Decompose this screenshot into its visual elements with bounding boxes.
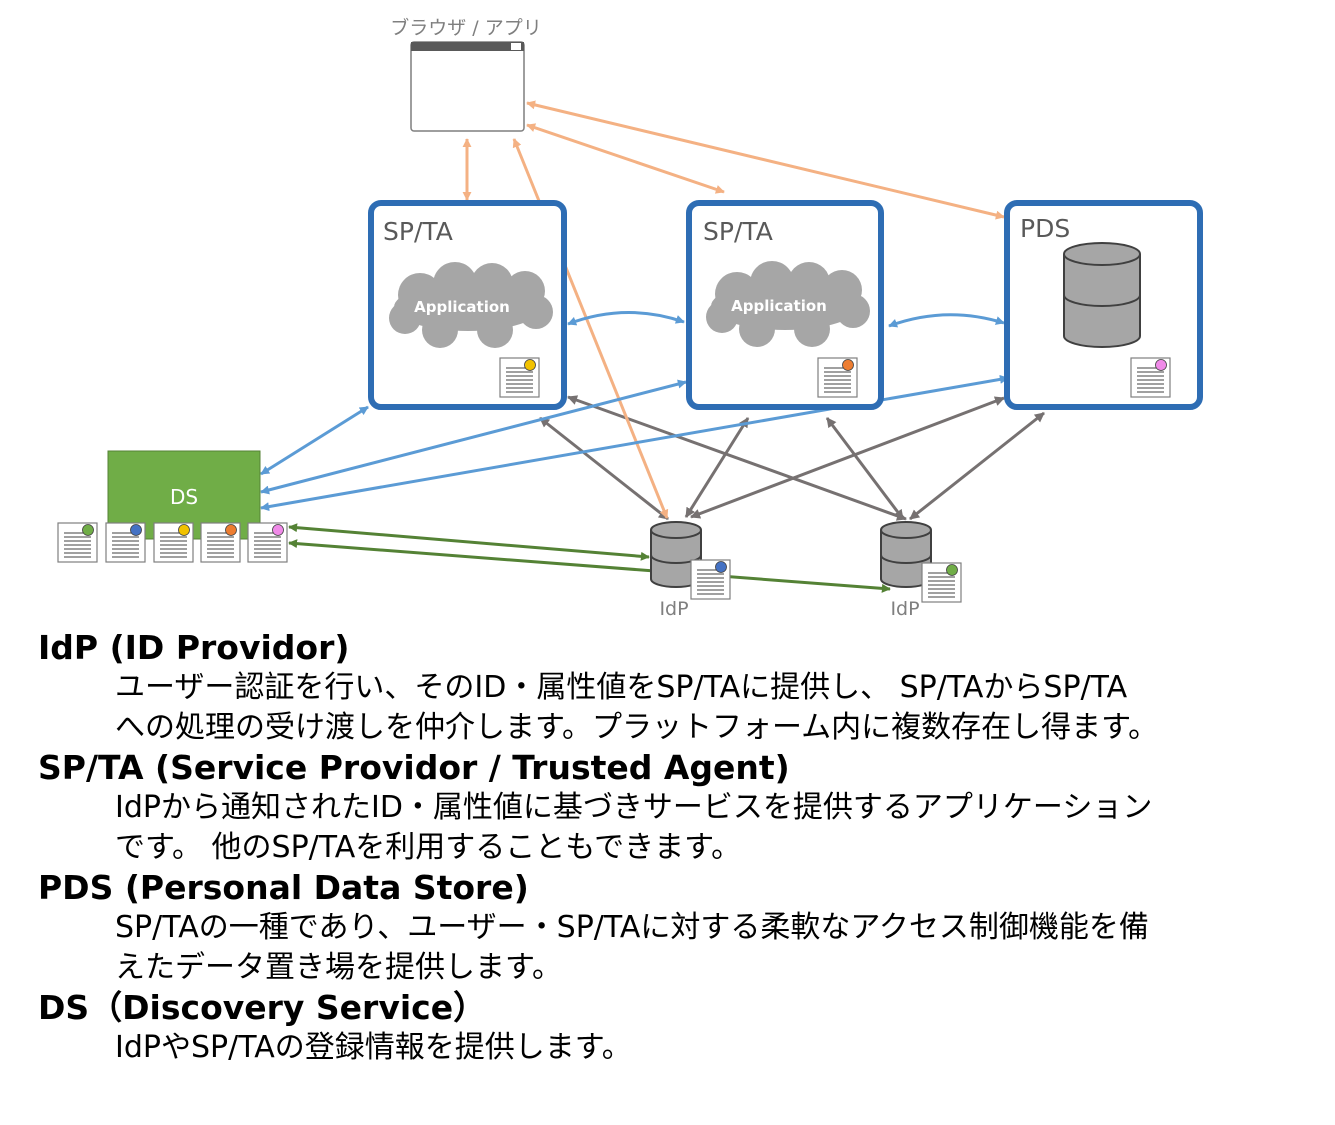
browser-window-button [511, 43, 521, 50]
cloud-icon [389, 262, 553, 348]
arrow-sp1-sp2 [567, 310, 685, 326]
architecture-diagram: ブラウザ / アプリ SP/TA [57, 16, 1203, 620]
legend-sp-ta-desc-line2: です。 他のSP/TAを利用することもできます。 [115, 830, 742, 865]
doc-badge-icon [153, 522, 194, 563]
doc-badge-icon [499, 357, 540, 398]
legend-pds-desc-line2: えたデータ置き場を提供します。 [115, 950, 562, 985]
doc-badge-icon [1130, 357, 1171, 398]
sp-ta-2-label: SP/TA [703, 217, 773, 246]
doc-badge-icon [247, 522, 288, 563]
database-icon [1063, 242, 1141, 348]
idp-2-label: IdP [890, 598, 919, 620]
browser-titlebar [411, 42, 524, 51]
legend-ds-term: DS（Discovery Service） [38, 988, 487, 1027]
doc-badge-icon [105, 522, 146, 563]
cloud-icon [706, 261, 870, 347]
doc-badge-icon [200, 522, 241, 563]
arrow-pds-idp2 [909, 411, 1045, 521]
arrow-sp2-pds [888, 313, 1005, 328]
browser-window-icon [410, 41, 525, 132]
sp-ta-1-label: SP/TA [383, 217, 453, 246]
idp-1-node: IdP [650, 521, 731, 620]
legend-sp-ta-desc-line1: IdPから通知されたID・属性値に基づきサービスを提供するアプリケーション [115, 790, 1153, 825]
legend-ds-desc-line1: IdPやSP/TAの登録情報を提供します。 [115, 1030, 632, 1065]
legend-idp-desc-line1: ユーザー認証を行い、そのID・属性値をSP/TAに提供し、 SP/TAからSP/… [115, 670, 1128, 705]
arrow-ds-sp1 [260, 405, 369, 476]
browser-label: ブラウザ / アプリ [390, 16, 541, 39]
app-2-label: Application [731, 297, 827, 315]
ds-label: DS [170, 485, 198, 509]
legend-sp-ta-term: SP/TA (Service Providor / Trusted Agent) [38, 748, 790, 787]
sp-ta-1-node: SP/TA Application [368, 200, 567, 410]
browser-node: ブラウザ / アプリ [390, 16, 542, 132]
idp-1-label: IdP [659, 598, 688, 620]
arrow-ds-idp1 [288, 523, 650, 561]
doc-badge-icon [57, 522, 98, 563]
legend-idp-desc-line2: への処理の受け渡しを仲介します。プラットフォーム内に複数存在し得ます。 [115, 710, 1159, 745]
sp-ta-2-node: SP/TA Application [686, 200, 884, 410]
doc-badge-icon [817, 357, 858, 398]
pds-label: PDS [1020, 214, 1070, 243]
arrow-browser-pds [526, 100, 1005, 220]
idp-2-node: IdP [880, 521, 962, 620]
doc-badge-icon [690, 559, 731, 600]
green-arrows [288, 523, 891, 593]
legend-pds-desc-line1: SP/TAの一種であり、ユーザー・SP/TAに対する柔軟なアクセス制御機能を備 [115, 910, 1149, 945]
legend-pds-term: PDS (Personal Data Store) [38, 868, 529, 907]
arrow-browser-sp2 [526, 123, 725, 194]
database-icon [880, 521, 932, 588]
app-1-label: Application [414, 298, 510, 316]
doc-badge-icon [921, 562, 962, 603]
legend-idp-term: IdP (ID Providor) [38, 628, 350, 667]
legend: IdP (ID Providor) ユーザー認証を行い、そのID・属性値をSP/… [38, 628, 1318, 1068]
arrow-ds-idp2 [288, 539, 891, 593]
pds-node: PDS [1004, 200, 1203, 410]
arrow-sp1-idp1 [539, 416, 669, 521]
ds-node: DS [57, 450, 288, 563]
